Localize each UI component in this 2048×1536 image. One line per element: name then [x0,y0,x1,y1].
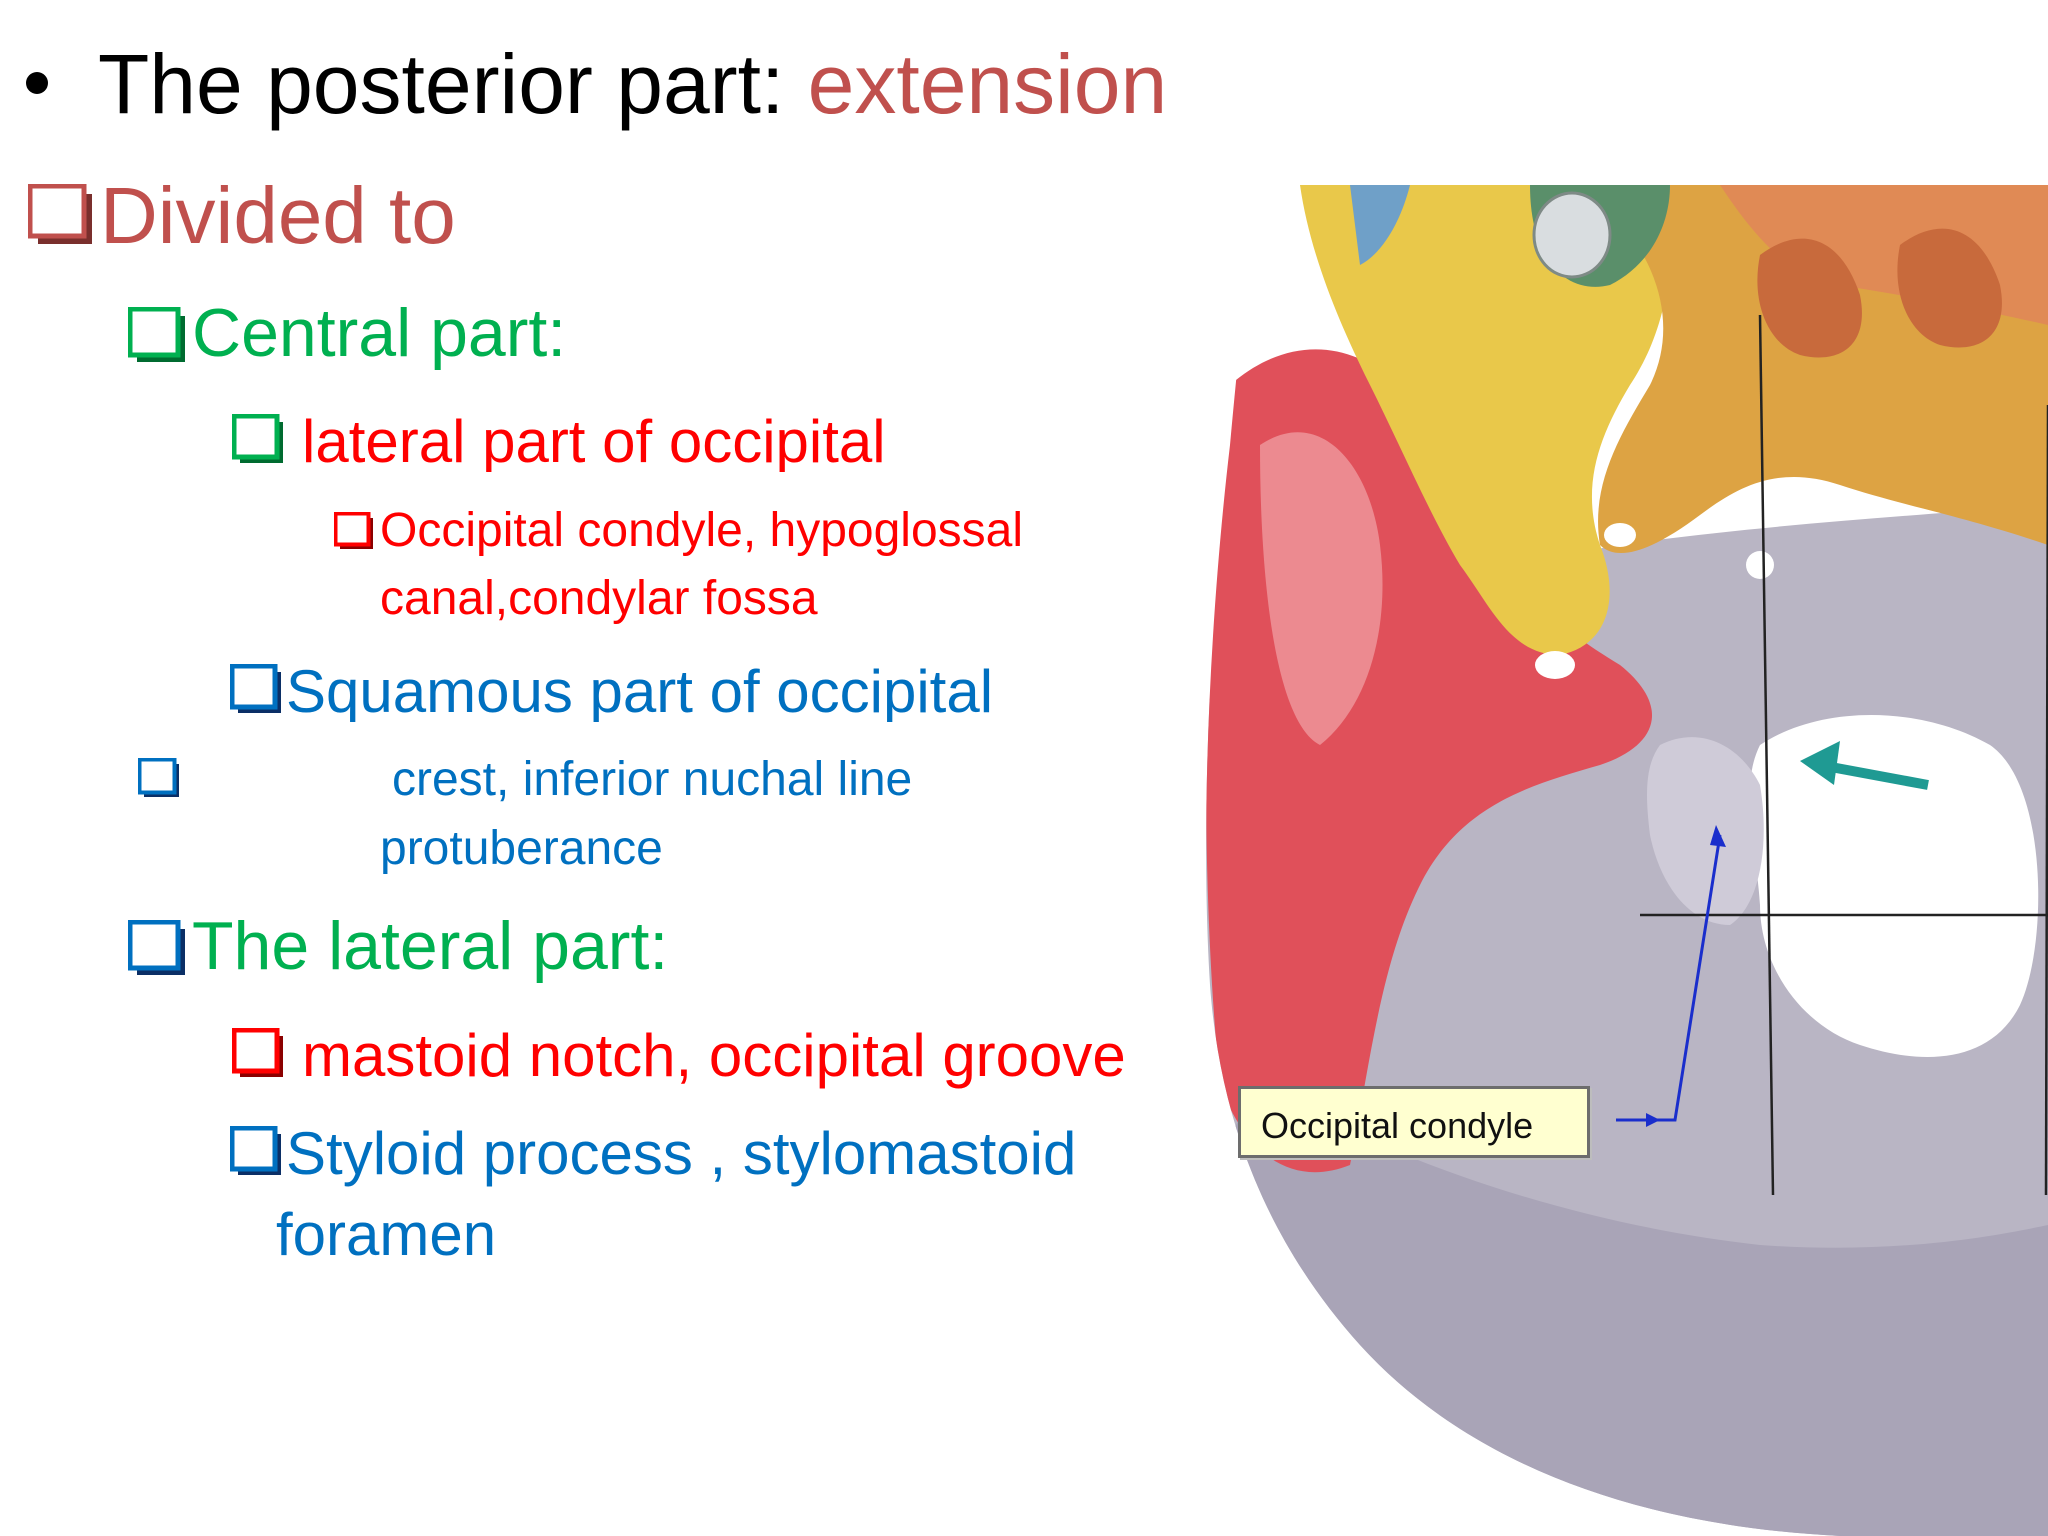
heading-prefix: The posterior part: [98,37,808,131]
styloid-text: Styloid process , stylomastoid [286,1120,1077,1187]
heading-bullet [26,72,48,94]
checkbox-icon [128,920,185,975]
checkbox-icon [334,512,373,549]
checkbox-icon [232,414,283,463]
occipital-condyle-label: Occipital condyle [1238,1086,1590,1158]
protuberance-text: protuberance [380,822,663,875]
checkbox-icon [128,307,185,362]
condyle-text: Occipital condyle, hypoglossal [380,504,1024,557]
lateral-part-text: The lateral part: [192,908,669,984]
checkbox-icon [230,664,281,713]
foramen-text: foramen [276,1201,497,1268]
checkbox-icon [232,1028,283,1077]
heading-highlight: extension [807,37,1168,131]
occipital-condyle-label-text: Occipital condyle [1261,1105,1534,1146]
lateral-occipital-text: lateral part of occipital [302,412,886,472]
checkbox-icon [138,758,179,797]
crest-text: crest, inferior nuchal line [392,756,913,804]
divided-to-text: Divided to [100,171,456,260]
mastoid-text: mastoid notch, occipital groove [302,1022,1126,1089]
checkbox-icon [230,1126,281,1175]
slide-heading: The posterior part: extension [98,42,1167,126]
condylar-fossa-text: canal,condylar fossa [380,572,818,625]
skull-base-figure [1206,185,2048,1536]
checkbox-icon [28,184,92,244]
central-part-text: Central part: [192,295,567,371]
squamous-text: Squamous part of occipital [286,662,994,722]
